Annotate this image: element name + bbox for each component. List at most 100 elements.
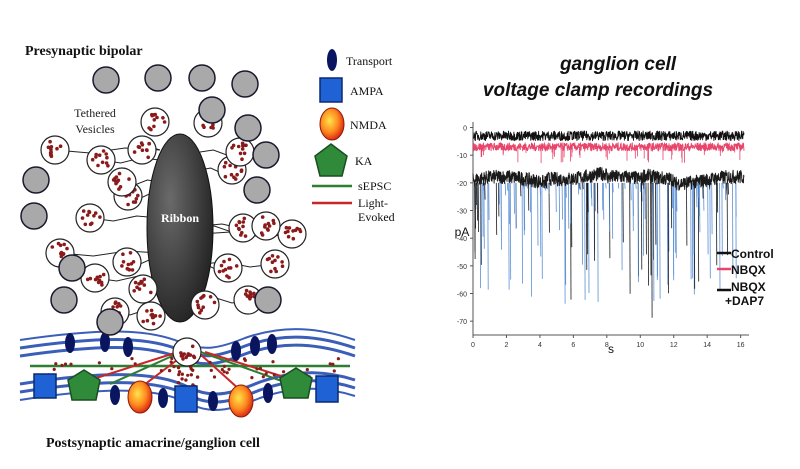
transporter xyxy=(263,383,273,403)
empty-vesicle xyxy=(198,96,226,124)
glutamate-dot xyxy=(209,368,213,372)
empty-vesicle xyxy=(144,64,172,92)
legend-nbqx-dap7-2: +DAP7 xyxy=(725,294,764,308)
filled-vesicle xyxy=(127,135,157,165)
y-axis-label: pA xyxy=(455,225,470,239)
legend-nmda: NMDA xyxy=(350,118,387,132)
glutamate-dot xyxy=(255,367,259,371)
x-axis-label: s xyxy=(608,342,614,356)
empty-vesicle xyxy=(234,114,262,142)
filled-vesicle xyxy=(128,274,158,304)
legend-ampa: AMPA xyxy=(350,84,384,98)
x-tick-label: 10 xyxy=(636,342,644,349)
x-tick-label: 0 xyxy=(471,342,475,349)
legend-light-2: Evoked xyxy=(358,210,395,224)
glutamate-dot xyxy=(176,381,181,385)
glutamate-dot xyxy=(180,372,184,376)
filled-vesicle xyxy=(228,213,258,243)
synapse-diagram: Ribbon Presynaptic bipolar Postsynaptic … xyxy=(19,44,395,451)
ka-icon xyxy=(314,143,348,177)
legend-nbqx: NBQX xyxy=(731,263,766,277)
y-tick-label: -40 xyxy=(457,236,467,243)
glutamate-dot xyxy=(250,376,254,380)
y-tick-label: -50 xyxy=(457,264,467,271)
empty-vesicle xyxy=(58,254,86,282)
vesicle-label-2: Vesicles xyxy=(75,122,115,136)
glutamate-dot xyxy=(272,373,276,377)
y-tick-label: -70 xyxy=(457,319,467,326)
glutamate-dot xyxy=(176,365,181,370)
ampa-receptor xyxy=(315,375,339,403)
filled-vesicle xyxy=(136,301,166,331)
glutamate-dot xyxy=(184,378,188,382)
transporter xyxy=(158,388,168,408)
filled-vesicle xyxy=(140,107,170,137)
chart-legend: Control NBQX NBQX +DAP7 xyxy=(717,247,774,308)
ribbon xyxy=(146,133,214,323)
y-tick-label: -60 xyxy=(457,292,467,299)
legend-sepsc: sEPSC xyxy=(358,179,391,193)
x-tick-label: 12 xyxy=(670,342,678,349)
legend-ka: KA xyxy=(355,154,373,168)
glutamate-dot xyxy=(170,356,174,361)
glutamate-dot xyxy=(220,368,224,372)
nmda-receptor xyxy=(127,380,153,414)
legend-control: Control xyxy=(731,247,774,261)
nbqx-events xyxy=(480,146,741,164)
empty-vesicle xyxy=(254,286,282,314)
trace-control xyxy=(472,166,745,191)
glutamate-dot xyxy=(227,367,231,371)
filled-vesicle xyxy=(213,253,243,283)
ampa-icon xyxy=(319,77,343,103)
filled-vesicle xyxy=(86,145,116,175)
chart-traces xyxy=(472,130,745,318)
trace-nbqx-dap7 xyxy=(472,130,745,142)
postsynaptic-title: Postsynaptic amacrine/ganglion cell xyxy=(46,436,260,451)
transport-icon xyxy=(327,49,337,71)
filled-vesicle xyxy=(277,219,307,249)
glutamate-dot xyxy=(97,361,101,365)
voltage-clamp-chart: ganglion cell voltage clamp recordings 0… xyxy=(455,54,774,356)
glutamate-dot xyxy=(177,370,182,374)
chart-title: ganglion cell xyxy=(559,54,677,75)
empty-vesicle xyxy=(252,141,280,169)
empty-vesicle xyxy=(96,308,124,336)
control-events xyxy=(474,182,737,318)
glutamate-dot xyxy=(63,362,68,366)
filled-vesicle xyxy=(112,247,142,277)
glutamate-dot xyxy=(133,362,137,366)
filled-vesicle xyxy=(75,203,105,233)
tether xyxy=(59,250,161,257)
presynaptic-transporters xyxy=(65,332,277,361)
ampa-receptor xyxy=(174,385,198,413)
glutamate-dot xyxy=(159,369,163,373)
empty-vesicle xyxy=(231,70,259,98)
filled-vesicle xyxy=(225,137,255,167)
vesicle-label: Tethered xyxy=(74,106,116,120)
filled-vesicle xyxy=(80,263,110,293)
glutamate-dot xyxy=(264,372,268,376)
glutamate-dot xyxy=(189,373,193,377)
postsynaptic-receptors xyxy=(33,367,339,418)
empty-vesicle xyxy=(20,202,48,230)
nmda-icon xyxy=(319,107,345,141)
glutamate-dot xyxy=(212,375,217,379)
filled-vesicle xyxy=(251,211,281,241)
glutamate-dot xyxy=(60,363,64,367)
glutamate-dot xyxy=(180,377,184,381)
nmda-receptor xyxy=(228,384,254,418)
glutamate-dot xyxy=(332,369,336,373)
fusing-vesicle xyxy=(172,337,202,367)
filled-vesicle xyxy=(190,290,220,320)
glutamate-dot xyxy=(177,373,181,377)
glutamate-dot xyxy=(191,368,195,372)
presynaptic-title: Presynaptic bipolar xyxy=(25,44,143,59)
vesicles xyxy=(20,64,307,367)
glutamate-dot xyxy=(222,370,226,374)
empty-vesicle xyxy=(50,286,78,314)
filled-vesicle xyxy=(40,135,70,165)
glutamate-dot xyxy=(110,367,114,371)
empty-vesicle xyxy=(188,64,216,92)
